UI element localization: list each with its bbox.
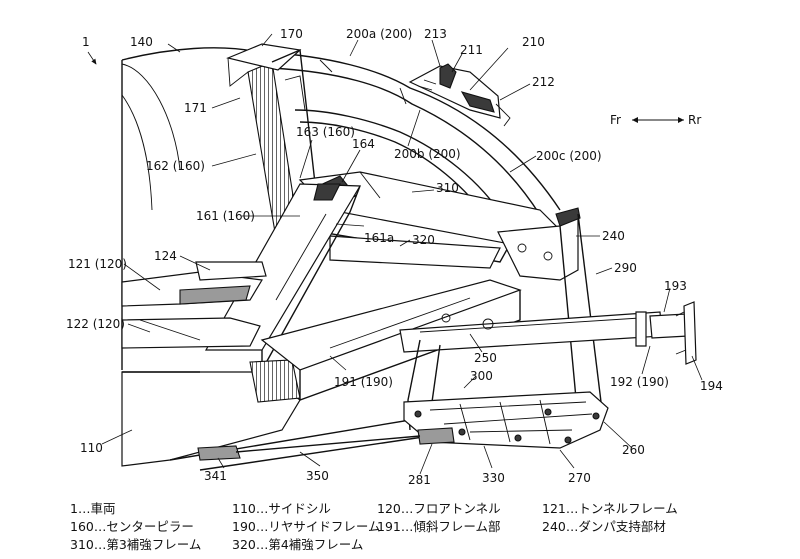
label-281: 281 xyxy=(408,473,431,487)
legend-entry: 160…センターピラー xyxy=(70,519,194,534)
label-110: 110 xyxy=(80,441,103,455)
cross-member-300 xyxy=(403,339,609,449)
label-161a: 161a xyxy=(364,231,394,245)
reinforcement-frame-320 xyxy=(329,235,501,269)
label-163: 163 (160) xyxy=(296,125,355,139)
label-200b: 200b (200) xyxy=(394,147,461,161)
vehicle-frame-drawing: Fr Rr 1 140 170 200a (200) 213 211 210 2… xyxy=(66,27,723,487)
damper-bracket-210 xyxy=(408,63,511,127)
floor-tunnel-122 xyxy=(121,317,261,349)
label-320: 320 xyxy=(412,233,435,247)
label-122: 122 (120) xyxy=(66,317,125,331)
panel-350 xyxy=(235,435,421,453)
label-213: 213 xyxy=(424,27,447,41)
tunnel-124 xyxy=(195,261,267,281)
bracket-341 xyxy=(197,445,241,461)
label-192: 192 (190) xyxy=(610,375,669,389)
label-211: 211 xyxy=(460,43,483,57)
label-193: 193 xyxy=(664,279,687,293)
tunnel-frame-121 xyxy=(121,271,263,307)
label-310: 310 xyxy=(436,181,459,195)
direction-rr-label: Rr xyxy=(688,113,701,127)
label-194: 194 xyxy=(700,379,723,393)
center-pillar-lower-161 xyxy=(204,183,362,373)
label-191: 191 (190) xyxy=(334,375,393,389)
label-171: 171 xyxy=(184,101,207,115)
bracket-281 xyxy=(417,427,455,445)
legend-entry: 190…リヤサイドフレーム xyxy=(232,519,381,534)
label-161: 161 (160) xyxy=(196,209,255,223)
label-fig-number: 1 xyxy=(82,35,90,49)
label-300: 300 xyxy=(470,369,493,383)
legend: 1…車両 110…サイドシル 120…フロアトンネル 121…トンネルフレーム … xyxy=(70,500,790,558)
roof-rail-frame-200 xyxy=(261,51,561,223)
label-350: 350 xyxy=(306,469,329,483)
direction-indicator: Fr Rr xyxy=(610,113,701,127)
legend-entry: 191…傾斜フレーム部 xyxy=(377,519,501,534)
label-162: 162 (160) xyxy=(146,159,205,173)
damper-support-240 xyxy=(497,207,603,421)
center-pillar-162 xyxy=(226,43,319,251)
legend-entry: 1…車両 xyxy=(70,501,116,516)
label-260: 260 xyxy=(622,443,645,457)
legend-entry: 121…トンネルフレーム xyxy=(542,501,678,516)
label-200c: 200c (200) xyxy=(536,149,602,163)
legend-entry: 110…サイドシル xyxy=(232,501,331,516)
label-290: 290 xyxy=(614,261,637,275)
legend-row: 310…第3補強フレーム 320…第4補強フレーム xyxy=(70,536,790,554)
rear-side-frame-191 xyxy=(260,279,522,401)
rear-side-frame-192 xyxy=(399,311,689,353)
direction-fr-label: Fr xyxy=(610,113,621,127)
bumper-bracket-194 xyxy=(675,301,697,365)
legend-row: 160…センターピラー 190…リヤサイドフレーム 191…傾斜フレーム部 24… xyxy=(70,518,790,536)
label-140: 140 xyxy=(130,35,153,49)
legend-entry: 320…第4補強フレーム xyxy=(232,537,364,552)
label-240: 240 xyxy=(602,229,625,243)
legend-row: 1…車両 110…サイドシル 120…フロアトンネル 121…トンネルフレーム xyxy=(70,500,790,518)
label-121: 121 (120) xyxy=(68,257,127,271)
label-270: 270 xyxy=(568,471,591,485)
label-200a: 200a (200) xyxy=(346,27,412,41)
label-212: 212 xyxy=(532,75,555,89)
body-outline xyxy=(121,47,259,370)
leader-lines xyxy=(87,33,703,475)
label-124: 124 xyxy=(154,249,177,263)
label-250: 250 xyxy=(474,351,497,365)
side-sill-110 xyxy=(121,359,432,471)
legend-entry: 310…第3補強フレーム xyxy=(70,537,202,552)
label-164: 164 xyxy=(352,137,375,151)
legend-entry: 120…フロアトンネル xyxy=(377,501,501,516)
label-210: 210 xyxy=(522,35,545,49)
legend-entry: 240…ダンパ支持部材 xyxy=(542,519,666,534)
label-170: 170 xyxy=(280,27,303,41)
label-330: 330 xyxy=(482,471,505,485)
reference-numerals: 1 140 170 200a (200) 213 211 210 212 171… xyxy=(66,27,723,487)
label-341: 341 xyxy=(204,469,227,483)
